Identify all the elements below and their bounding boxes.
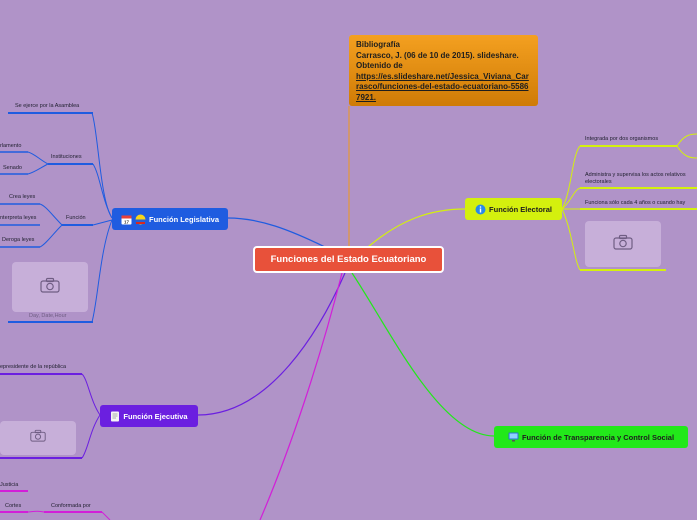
- topic-label: Función de Transparencia y Control Socia…: [521, 432, 675, 442]
- topic-funcion-legislativa[interactable]: 17 Función Legislativa: [112, 208, 228, 230]
- central-topic[interactable]: Funciones del Estado Ecuatoriano: [253, 246, 444, 273]
- document-icon: [110, 411, 120, 422]
- topic-label: Función Legislativa: [148, 214, 219, 224]
- sub-conformada[interactable]: Conformada por: [51, 503, 91, 509]
- topic-funcion-transparencia[interactable]: Función de Transparencia y Control Socia…: [494, 426, 688, 448]
- sub-instituciones[interactable]: Instituciones: [51, 154, 82, 160]
- bibliography-title: Bibliografía: [356, 40, 401, 49]
- sub-funcion[interactable]: Función: [66, 215, 86, 221]
- sub-senado[interactable]: Senado: [3, 165, 22, 171]
- image-caption: Day, Date,Hour: [29, 313, 67, 319]
- camera-icon: [30, 429, 46, 447]
- bibliography-link[interactable]: https://es.slideshare.net/Jessica_Vivian…: [356, 71, 529, 102]
- sub-funciona[interactable]: Funciona sólo cada 4 años o cuando hay: [585, 200, 686, 206]
- sub-cortes[interactable]: Cortes: [5, 503, 22, 509]
- camera-icon: [40, 277, 60, 298]
- topic-label: Función Ejecutiva: [123, 411, 188, 421]
- link-transparencia: [351, 272, 495, 437]
- svg-text:17: 17: [124, 219, 130, 224]
- link-electoral: [367, 208, 466, 248]
- flag-icon: [135, 214, 146, 225]
- image-placeholder[interactable]: [0, 421, 76, 455]
- topic-label: Función Electoral: [489, 204, 552, 214]
- sub-integrada[interactable]: Integrada por dos organismos: [585, 136, 659, 142]
- link-legislativa: [227, 217, 326, 248]
- image-placeholder[interactable]: [585, 221, 661, 267]
- info-icon: [475, 204, 486, 215]
- sub-presidente[interactable]: epresidente de la república: [0, 364, 67, 370]
- bibliography-note[interactable]: Bibliografía Carrasco, J. (06 de 10 de 2…: [349, 35, 538, 106]
- image-placeholder[interactable]: [12, 262, 88, 312]
- sub-asamblea[interactable]: Se ejerce por la Asamblea: [15, 103, 80, 109]
- sub-crea-leyes[interactable]: Crea leyes: [9, 194, 36, 200]
- bibliography-citation: Carrasco, J. (06 de 10 de 2015). slidesh…: [356, 50, 519, 71]
- camera-icon: [613, 234, 633, 255]
- link-judicial: [259, 272, 343, 520]
- calendar-icon: 17: [121, 214, 132, 225]
- link-ejecutiva: [197, 272, 346, 416]
- topic-funcion-ejecutiva[interactable]: Función Ejecutiva: [100, 405, 198, 427]
- monitor-icon: [508, 432, 519, 442]
- topic-funcion-electoral[interactable]: Función Electoral: [465, 198, 562, 220]
- sub-justicia[interactable]: Justicia: [0, 482, 19, 488]
- sub-administra[interactable]: Administra y supervisa los actos relativ…: [585, 172, 686, 185]
- sub-deroga-leyes[interactable]: Deroga leyes: [2, 237, 35, 243]
- sub-interpreta-leyes[interactable]: nterpreta leyes: [0, 215, 37, 221]
- sub-parlamento[interactable]: rlamento: [0, 143, 22, 149]
